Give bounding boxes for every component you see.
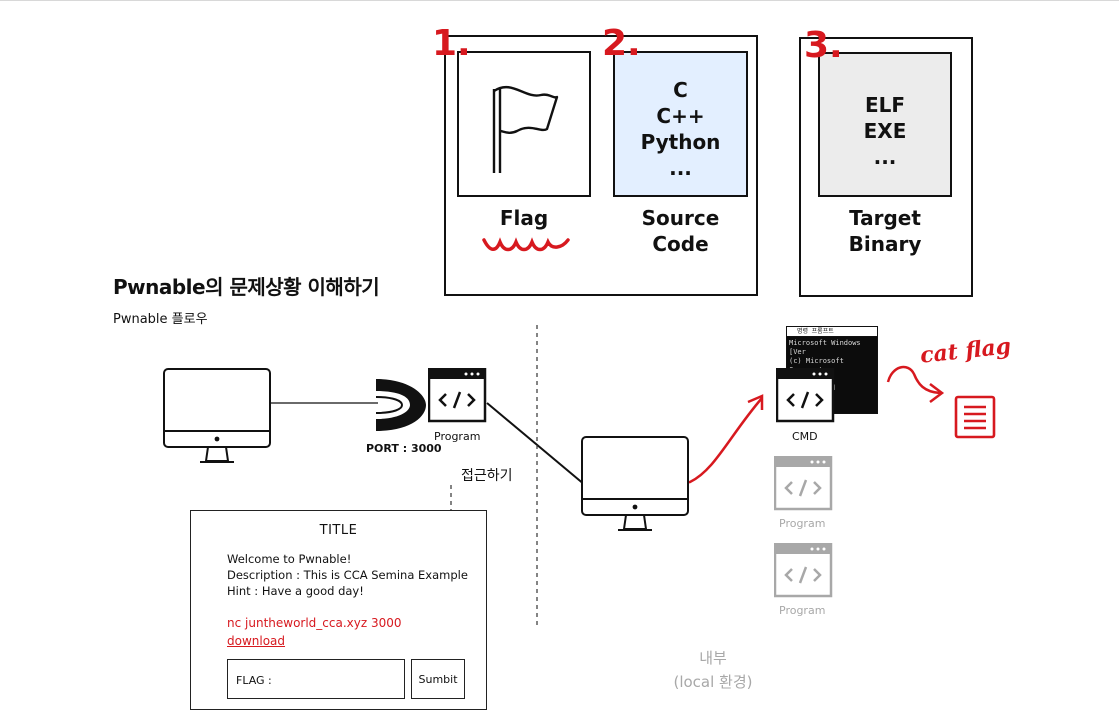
gray-program-icon-1 bbox=[774, 456, 833, 511]
local-computer-icon bbox=[581, 436, 689, 531]
cmd-label: CMD bbox=[792, 430, 818, 443]
target-binary-caption: Target Binary bbox=[848, 206, 922, 256]
cmd-window-title: 명령 프롬프트 bbox=[787, 327, 877, 337]
form-description: Description : This is CCA Semina Example bbox=[227, 568, 468, 582]
cmd-program-icon bbox=[776, 368, 835, 423]
top-divider bbox=[0, 0, 1119, 1]
port-icon bbox=[375, 379, 426, 431]
format-more: ... bbox=[873, 145, 897, 169]
gray-program-icon-2 bbox=[774, 543, 833, 598]
section-subtitle: Pwnable 플로우 bbox=[113, 312, 208, 327]
internal-label: 내부 (local 환경) bbox=[673, 649, 753, 691]
format-exe: EXE bbox=[863, 119, 907, 143]
step-number-1: 1. bbox=[432, 23, 471, 64]
flag-panel bbox=[457, 51, 591, 197]
format-elf: ELF bbox=[864, 93, 906, 117]
source-code-caption: Source Code bbox=[641, 206, 720, 256]
program-code-icon bbox=[428, 368, 487, 423]
step-number-2: 2. bbox=[602, 23, 641, 64]
download-link[interactable]: download bbox=[227, 634, 286, 648]
flag-input-placeholder: FLAG : bbox=[236, 674, 272, 687]
submit-button[interactable]: Sumbit bbox=[411, 659, 465, 699]
gray-program-label-2: Program bbox=[779, 604, 826, 617]
flag-caption: Flag bbox=[499, 206, 549, 230]
flag-input[interactable]: FLAG : bbox=[227, 659, 405, 699]
form-hint: Hint : Have a good day! bbox=[227, 584, 364, 598]
document-icon bbox=[954, 395, 996, 439]
submit-label: Sumbit bbox=[418, 673, 458, 686]
program-label: Program bbox=[434, 430, 481, 443]
nc-command: nc juntheworld_cca.xyz 3000 bbox=[227, 616, 402, 630]
flag-icon bbox=[492, 85, 559, 173]
section-title: Pwnable의 문제상황 이해하기 bbox=[113, 275, 380, 299]
lang-cpp: C++ bbox=[656, 104, 705, 128]
target-binary-panel: ELF EXE ... bbox=[818, 52, 952, 197]
lang-more: ... bbox=[669, 156, 692, 180]
gray-program-label-1: Program bbox=[779, 517, 826, 530]
form-welcome: Welcome to Pwnable! bbox=[227, 552, 352, 566]
red-underline-squiggle bbox=[482, 237, 570, 252]
user-computer-icon bbox=[163, 368, 271, 463]
step-number-3: 3. bbox=[804, 25, 843, 66]
cat-flag-annotation: cat flag bbox=[918, 333, 1013, 369]
lang-python: Python bbox=[640, 130, 721, 154]
access-label: 접근하기 bbox=[461, 468, 513, 484]
form-title: TITLE bbox=[319, 523, 358, 538]
lang-c: C bbox=[673, 78, 688, 102]
port-label: PORT : 3000 bbox=[366, 442, 442, 455]
source-code-panel: C C++ Python ... bbox=[613, 51, 748, 197]
challenge-form: TITLE Welcome to Pwnable! Description : … bbox=[190, 510, 487, 710]
